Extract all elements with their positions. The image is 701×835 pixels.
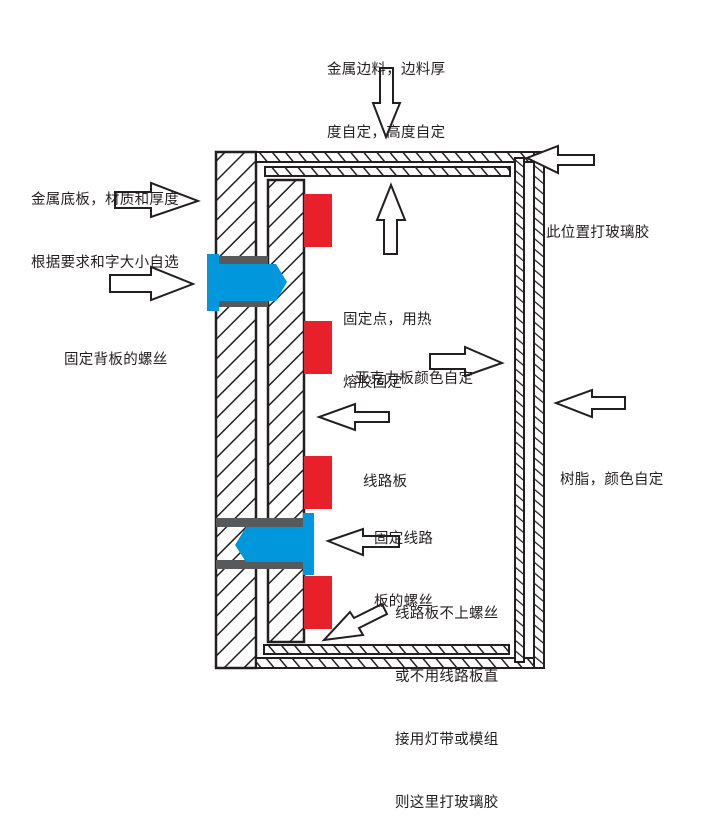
circuit-board — [266, 178, 306, 644]
label-line: 树脂，颜色自定 — [560, 472, 664, 488]
led-4 — [304, 576, 332, 629]
metal-base-plate — [214, 150, 258, 670]
label-line: 根据要求和字大小自选 — [31, 255, 179, 271]
led-1 — [304, 194, 332, 247]
arrow-pcb-screw — [325, 527, 400, 557]
label-resin: 树脂，颜色自定 — [560, 428, 664, 512]
arrow-hot-melt — [375, 182, 407, 255]
arrow-glass-glue-top — [524, 144, 595, 175]
arrow-base-plate — [114, 181, 201, 219]
arrow-acrylic — [429, 345, 505, 378]
pcb-screw — [216, 513, 314, 575]
label-acrylic: 亚克力板颜色自定 — [355, 327, 473, 411]
label-line: 板的螺丝 — [374, 594, 434, 610]
acrylic-panel-right — [514, 157, 525, 663]
label-line: 此位置打玻璃胶 — [546, 225, 650, 241]
back-plate-screw — [207, 254, 287, 311]
led-2 — [304, 321, 332, 374]
label-line: 固定点，用热 — [343, 312, 432, 328]
arrow-back-screw — [109, 265, 196, 302]
label-base-plate: 金属底板，材质和厚度 根据要求和字大小自选 — [31, 148, 179, 295]
label-pcb-screw: 固定线路 板的螺丝 — [374, 487, 433, 634]
acrylic-bottom-strip — [263, 644, 510, 655]
label-glass-glue-bottom: 线路板不上螺丝 或不用线路板直 接用灯带或模组 则这里打玻璃胶 — [395, 562, 499, 835]
label-line: 亚克力板颜色自定 — [355, 371, 474, 387]
label-line: 金属底板，材质和厚度 — [31, 192, 179, 208]
label-glass-glue-top: 此位置打玻璃胶 — [546, 181, 650, 265]
label-line: 固定背板的螺丝 — [64, 352, 168, 368]
arrow-glass-glue-bottom — [321, 602, 389, 642]
label-line: 线路板不上螺丝 — [395, 606, 499, 622]
label-line: 度自定，高度自定 — [327, 125, 446, 141]
arrow-resin — [553, 388, 626, 419]
label-back-screw: 固定背板的螺丝 — [64, 308, 168, 392]
label-hot-melt: 固定点，用热 熔胶固定 — [343, 268, 432, 415]
arrow-metal-edge — [371, 67, 402, 140]
metal-edge-right — [533, 151, 545, 669]
arrow-pcb — [316, 402, 390, 432]
label-line: 金属边料，边料厚 — [327, 62, 446, 78]
label-line: 熔胶固定 — [343, 375, 403, 391]
label-pcb: 线路板 — [363, 430, 407, 514]
acrylic-top-strip — [264, 166, 511, 177]
label-line: 固定线路 — [374, 531, 434, 547]
label-line: 线路板 — [363, 474, 408, 490]
structure-diagram — [109, 67, 626, 670]
label-line: 接用灯带或模组 — [395, 732, 499, 748]
led-3 — [304, 456, 332, 509]
label-metal-edge: 金属边料，边料厚 度自定，高度自定 — [327, 18, 445, 165]
label-line: 或不用线路板直 — [395, 669, 499, 685]
label-line: 则这里打玻璃胶 — [395, 795, 499, 811]
